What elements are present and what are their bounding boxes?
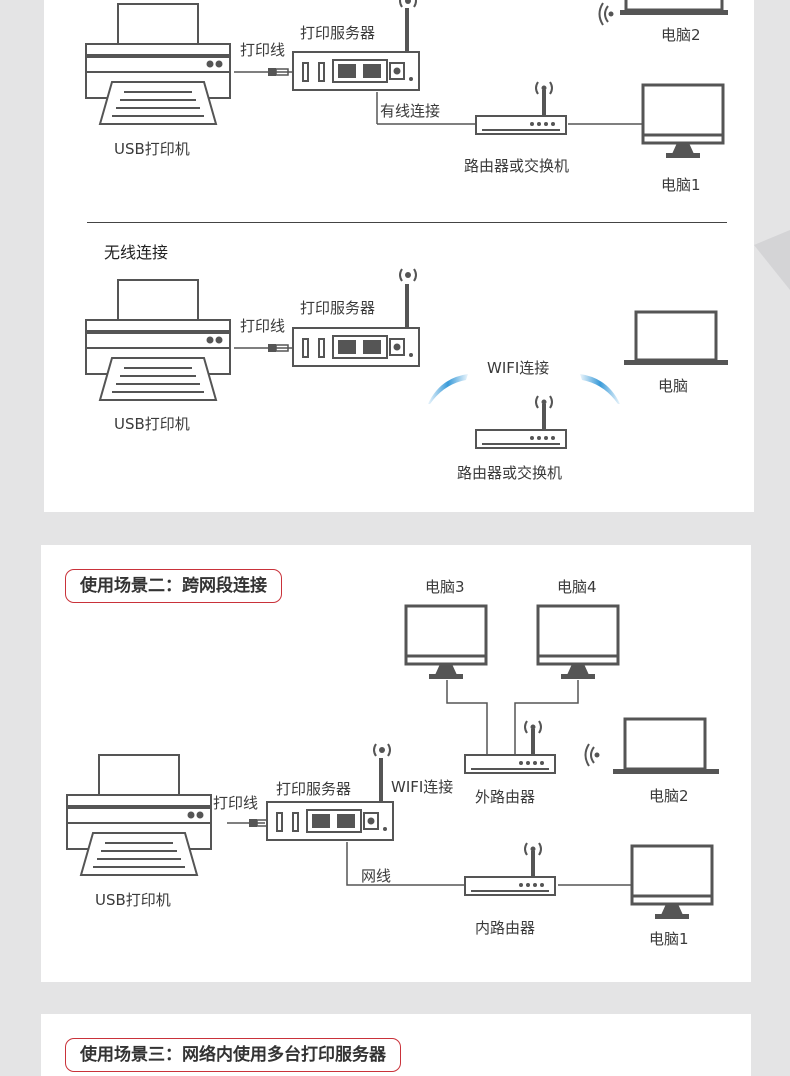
pc3-label: 电脑3 — [425, 578, 465, 596]
printer-cable-label: 打印线 — [240, 317, 286, 335]
scenario-3-title: 使用场景三：网络内使用多台打印服务器 — [65, 1038, 401, 1072]
laptop-icon — [624, 310, 728, 365]
antenna-signal-icon — [399, 268, 417, 282]
connection-lines — [234, 71, 642, 349]
laptop-icon — [584, 717, 719, 774]
print-server-label: 打印服务器 — [300, 24, 376, 42]
monitor-icon — [536, 604, 620, 679]
printer-cable-label: 打印线 — [240, 41, 286, 59]
router-icon — [464, 720, 556, 774]
wired-link-label: 有线连接 — [380, 102, 441, 120]
wifi-signal-arc — [428, 374, 620, 404]
pc2-label: 电脑2 — [649, 787, 689, 805]
printer-icon — [85, 3, 231, 125]
print-server-icon — [292, 284, 420, 367]
laptop-icon — [598, 0, 728, 26]
panel-scenario-3: 使用场景三：网络内使用多台打印服务器 — [41, 1014, 751, 1076]
monitor-icon — [630, 844, 714, 919]
pc4-label: 电脑4 — [557, 578, 597, 596]
usb-printer-label: USB打印机 — [95, 891, 171, 909]
print-server-icon — [292, 8, 420, 91]
section-divider — [87, 222, 727, 223]
usb-printer-label: USB打印机 — [114, 140, 190, 158]
print-server-label: 打印服务器 — [300, 299, 376, 317]
antenna-signal-icon — [373, 743, 391, 757]
pc2-label: 电脑2 — [661, 26, 701, 44]
router-icon — [464, 842, 556, 896]
wireless-heading: 无线连接 — [104, 243, 169, 262]
pc1-label: 电脑1 — [661, 176, 701, 194]
monitor-icon — [641, 83, 725, 158]
monitor-icon — [404, 604, 488, 679]
printer-cable-label: 打印线 — [213, 794, 259, 812]
pc1-label: 电脑1 — [649, 930, 689, 948]
panel-scenario-2: 使用场景二：跨网段连接 — [41, 545, 751, 982]
network-cable-label: 网线 — [361, 867, 392, 885]
printer-icon — [85, 279, 231, 401]
antenna-signal-icon — [399, 0, 417, 8]
print-server-label: 打印服务器 — [276, 780, 352, 798]
connection-lines — [227, 680, 632, 886]
panel-wired-wireless: 打印线 打印服务器 USB打印机 有线连接 路由器或交换机 电脑1 电脑2 无线… — [44, 0, 754, 512]
outer-router-label: 外路由器 — [475, 788, 536, 806]
scenario-2-title: 使用场景二：跨网段连接 — [65, 569, 282, 603]
router-label: 路由器或交换机 — [457, 464, 563, 482]
print-server-icon — [266, 758, 394, 841]
wifi-link-label: WIFI连接 — [391, 778, 454, 796]
usb-printer-label: USB打印机 — [114, 415, 190, 433]
inner-router-label: 内路由器 — [475, 919, 536, 937]
router-icon — [475, 81, 567, 135]
router-label: 路由器或交换机 — [464, 157, 570, 175]
usb-plug-icon — [268, 68, 289, 76]
printer-icon — [66, 754, 212, 876]
router-icon — [475, 395, 567, 449]
usb-plug-icon — [268, 344, 289, 352]
pc-label: 电脑 — [658, 377, 689, 395]
wifi-link-label: WIFI连接 — [487, 359, 550, 377]
